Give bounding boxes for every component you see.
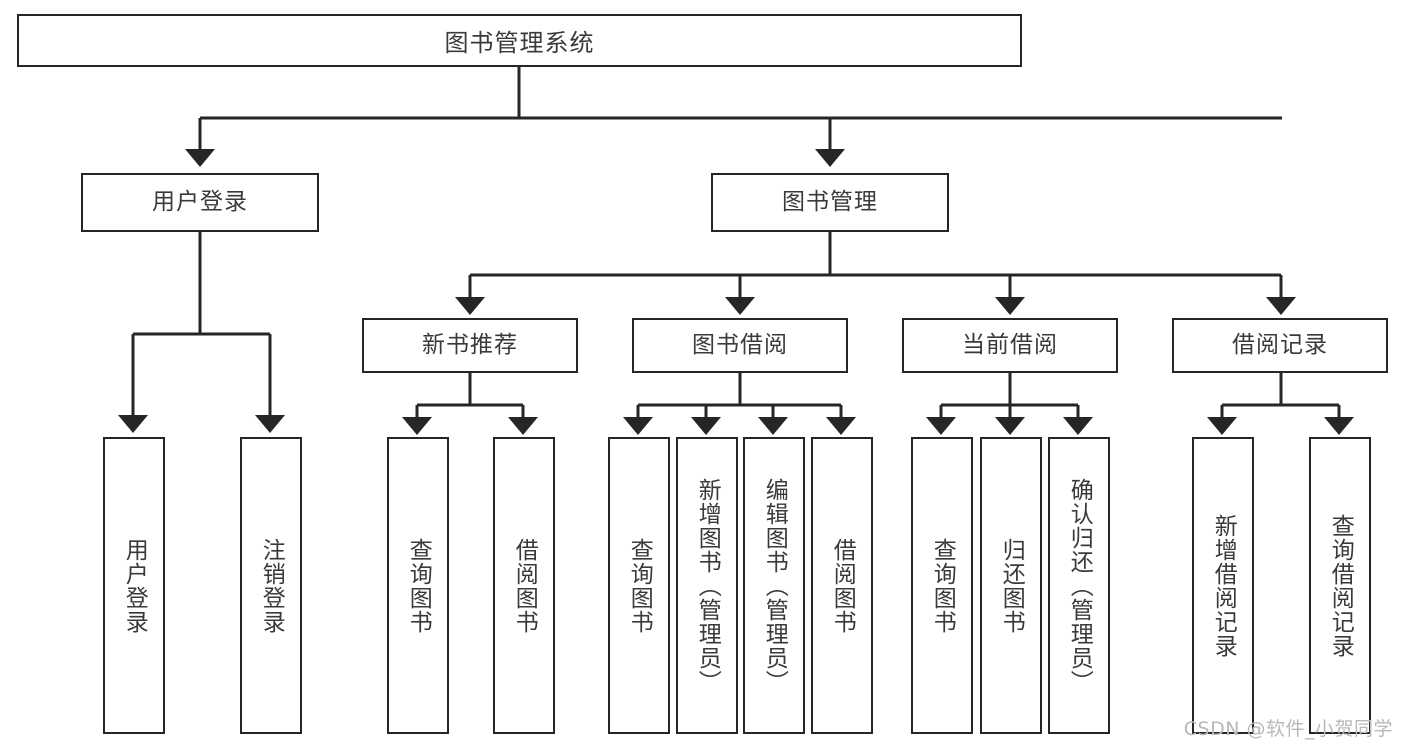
node-leaf-query-book-1[interactable]: 查询图书 — [387, 437, 449, 734]
node-book-borrow-label: 图书借阅 — [692, 331, 788, 358]
node-leaf-confirm-return-label: 确认归还（管理员） — [1066, 477, 1093, 694]
node-leaf-user-login-label: 用户登录 — [121, 537, 148, 634]
node-leaf-query-book-1-label: 查询图书 — [405, 537, 432, 634]
node-leaf-add-book[interactable]: 新增图书（管理员） — [676, 437, 738, 734]
node-leaf-borrow-book-1[interactable]: 借阅图书 — [493, 437, 555, 734]
node-leaf-add-record[interactable]: 新增借阅记录 — [1192, 437, 1254, 734]
node-root-label: 图书管理系统 — [444, 29, 595, 57]
node-current-borrow-label: 当前借阅 — [962, 331, 1058, 358]
node-leaf-add-book-label: 新增图书（管理员） — [694, 477, 721, 694]
node-root[interactable]: 图书管理系统 — [17, 14, 1022, 67]
node-leaf-logout-label: 注销登录 — [258, 537, 285, 634]
csdn-watermark: CSDN @软件_小贺同学 — [1183, 718, 1393, 740]
node-leaf-borrow-book-2[interactable]: 借阅图书 — [811, 437, 873, 734]
node-book-manage-label: 图书管理 — [782, 188, 878, 215]
node-leaf-query-record[interactable]: 查询借阅记录 — [1309, 437, 1371, 734]
node-borrow-record[interactable]: 借阅记录 — [1172, 318, 1388, 373]
node-leaf-query-book-3[interactable]: 查询图书 — [911, 437, 973, 734]
node-leaf-query-book-3-label: 查询图书 — [929, 537, 956, 634]
node-leaf-confirm-return[interactable]: 确认归还（管理员） — [1048, 437, 1110, 734]
node-leaf-edit-book[interactable]: 编辑图书（管理员） — [743, 437, 805, 734]
node-leaf-user-login[interactable]: 用户登录 — [103, 437, 165, 734]
node-leaf-return-book[interactable]: 归还图书 — [980, 437, 1042, 734]
node-leaf-logout[interactable]: 注销登录 — [240, 437, 302, 734]
node-leaf-edit-book-label: 编辑图书（管理员） — [761, 477, 788, 694]
node-user-login-label: 用户登录 — [152, 188, 248, 215]
node-user-login[interactable]: 用户登录 — [81, 173, 319, 232]
node-new-book-recommend-label: 新书推荐 — [422, 331, 518, 358]
node-leaf-query-book-2[interactable]: 查询图书 — [608, 437, 670, 734]
node-leaf-return-book-label: 归还图书 — [998, 537, 1025, 634]
node-current-borrow[interactable]: 当前借阅 — [902, 318, 1118, 373]
node-new-book-recommend[interactable]: 新书推荐 — [362, 318, 578, 373]
node-leaf-borrow-book-2-label: 借阅图书 — [829, 537, 856, 634]
node-borrow-record-label: 借阅记录 — [1232, 331, 1328, 358]
node-leaf-query-record-label: 查询借阅记录 — [1327, 513, 1354, 658]
node-leaf-add-record-label: 新增借阅记录 — [1210, 513, 1237, 658]
node-book-manage[interactable]: 图书管理 — [711, 173, 949, 232]
node-leaf-query-book-2-label: 查询图书 — [626, 537, 653, 634]
node-book-borrow[interactable]: 图书借阅 — [632, 318, 848, 373]
node-leaf-borrow-book-1-label: 借阅图书 — [511, 537, 538, 634]
